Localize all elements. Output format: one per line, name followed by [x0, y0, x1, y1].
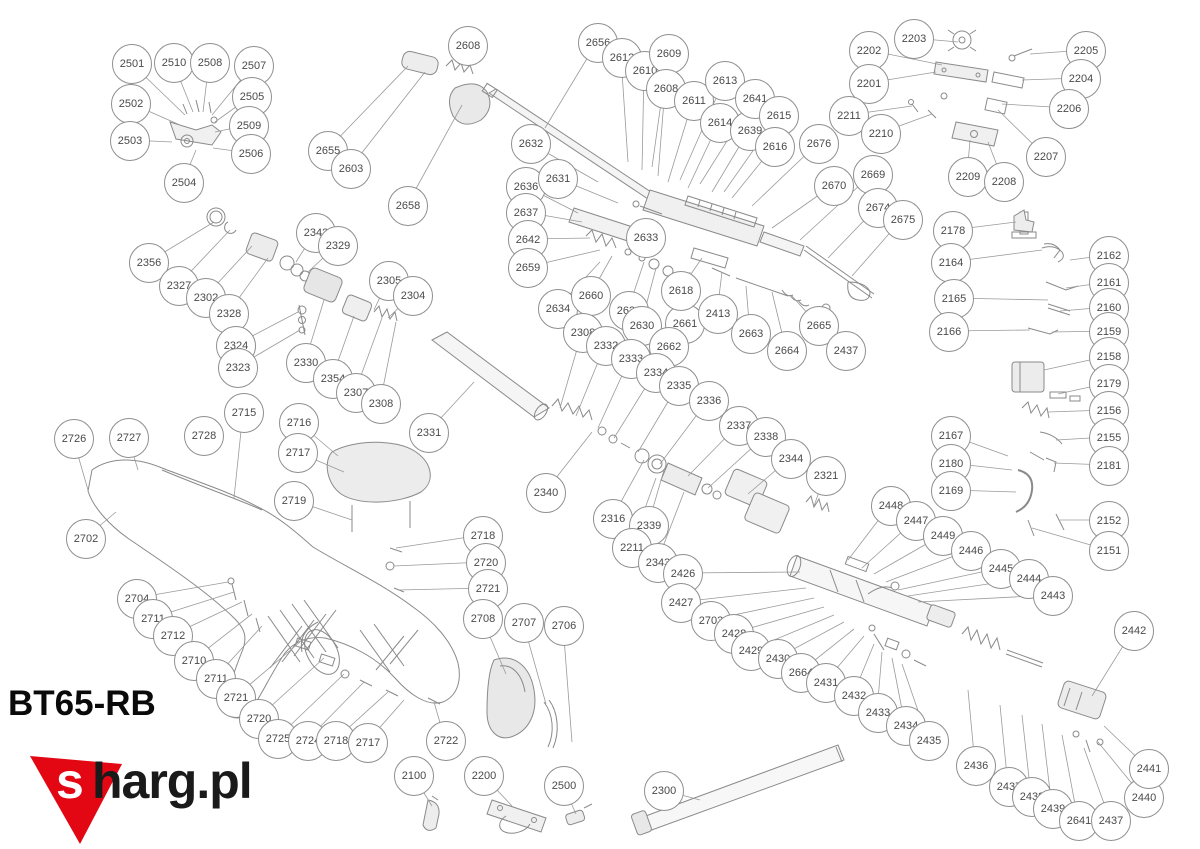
stock-outline	[87, 459, 460, 719]
part-callout: 2169	[931, 471, 971, 511]
part-callout: 2503	[110, 121, 150, 161]
part-callout: 2435	[909, 721, 949, 761]
part-callout: 2663	[731, 314, 771, 354]
part-callout: 2603	[331, 149, 371, 189]
part-callout: 2206	[1049, 89, 1089, 129]
barrel-receiver	[481, 82, 875, 301]
part-callout: 2208	[984, 162, 1024, 202]
part-callout: 2164	[931, 243, 971, 283]
part-callout: 2706	[544, 606, 584, 646]
logo-text: harg.pl	[92, 753, 253, 809]
part-callout: 2181	[1089, 446, 1129, 486]
part-callout: 2323	[218, 348, 258, 388]
part-callout: 2437	[826, 331, 866, 371]
part-callout: 2717	[278, 433, 318, 473]
part-callout: 2340	[526, 473, 566, 513]
part-callout: 2707	[504, 603, 544, 643]
part-callout: 2308	[361, 384, 401, 424]
part-callout: 2702	[66, 519, 106, 559]
receiver-small-parts	[568, 200, 831, 313]
part-callout: 2203	[894, 19, 934, 59]
part-callout: 2510	[154, 43, 194, 83]
stock-screws	[227, 547, 441, 705]
part-callout: 2343	[638, 543, 678, 583]
part-callout: 2658	[388, 186, 428, 226]
logo-triangle-icon	[30, 756, 122, 844]
part-callout: 2719	[274, 481, 314, 521]
compression-tube	[431, 331, 550, 421]
part-callout: 2508	[190, 43, 230, 83]
part-callout: 2209	[948, 157, 988, 197]
part-callout: 2659	[508, 248, 548, 288]
part-callout: 2442	[1114, 611, 1154, 651]
shop-logo: s harg.pl	[26, 750, 256, 846]
part-callout: 2670	[814, 166, 854, 206]
product-code-title: BT65-RB	[8, 684, 156, 723]
part-callout: 2608	[448, 26, 488, 66]
part-callout: 2100	[394, 756, 434, 796]
part-callout: 2210	[861, 114, 901, 154]
part-callout: 2618	[661, 271, 701, 311]
part-callout: 2207	[1026, 137, 1066, 177]
cheek-rest	[326, 441, 431, 532]
part-callout: 2726	[54, 419, 94, 459]
part-callout: 2662	[649, 327, 689, 367]
part-callout: 2200	[464, 756, 504, 796]
part-callout: 2329	[318, 226, 358, 266]
part-callout: 2708	[463, 599, 503, 639]
valve-parts	[206, 207, 398, 336]
logo-text-highlight: s	[56, 753, 84, 809]
part-callout: 2441	[1129, 749, 1169, 789]
part-callout: 2728	[184, 416, 224, 456]
part-callout: 2609	[649, 34, 689, 74]
part-callout: 2304	[393, 276, 433, 316]
trigger-group-parts	[1011, 211, 1081, 537]
part-callout: 2722	[426, 721, 466, 761]
part-callout: 2500	[544, 766, 584, 806]
part-callout: 2660	[571, 276, 611, 316]
part-callout: 2664	[767, 331, 807, 371]
part-callout: 2165	[934, 279, 974, 319]
safety-lever-parts	[169, 99, 222, 148]
part-callout: 2443	[1033, 576, 1073, 616]
part-callout: 2717	[348, 723, 388, 763]
part-callout: 2715	[224, 393, 264, 433]
part-callout: 2676	[799, 124, 839, 164]
part-callout: 2504	[164, 163, 204, 203]
part-callout: 2344	[771, 439, 811, 479]
part-callout: 2631	[538, 159, 578, 199]
air-cylinder	[631, 744, 845, 836]
part-callout: 2501	[112, 44, 152, 84]
part-callout: 2727	[109, 418, 149, 458]
piston-parts	[551, 398, 830, 534]
part-callout: 2166	[929, 312, 969, 352]
part-callout: 2632	[511, 124, 551, 164]
part-callout: 2300	[644, 771, 684, 811]
scope-mount-parts	[908, 29, 1061, 259]
part-callout: 2633	[626, 218, 666, 258]
receiver-tube	[786, 554, 1107, 753]
leader-line	[679, 587, 807, 603]
part-callout: 2616	[755, 127, 795, 167]
part-callout: 2321	[806, 456, 846, 496]
part-callout: 2151	[1089, 531, 1129, 571]
part-callout: 2437	[1091, 801, 1131, 841]
part-callout: 2502	[111, 84, 151, 124]
part-callout: 2506	[231, 134, 271, 174]
part-callout: 2712	[153, 616, 193, 656]
part-callout: 2675	[883, 200, 923, 240]
part-callout: 2331	[409, 413, 449, 453]
butt-pad	[486, 657, 558, 749]
trigger-guard-assembly	[422, 795, 593, 834]
